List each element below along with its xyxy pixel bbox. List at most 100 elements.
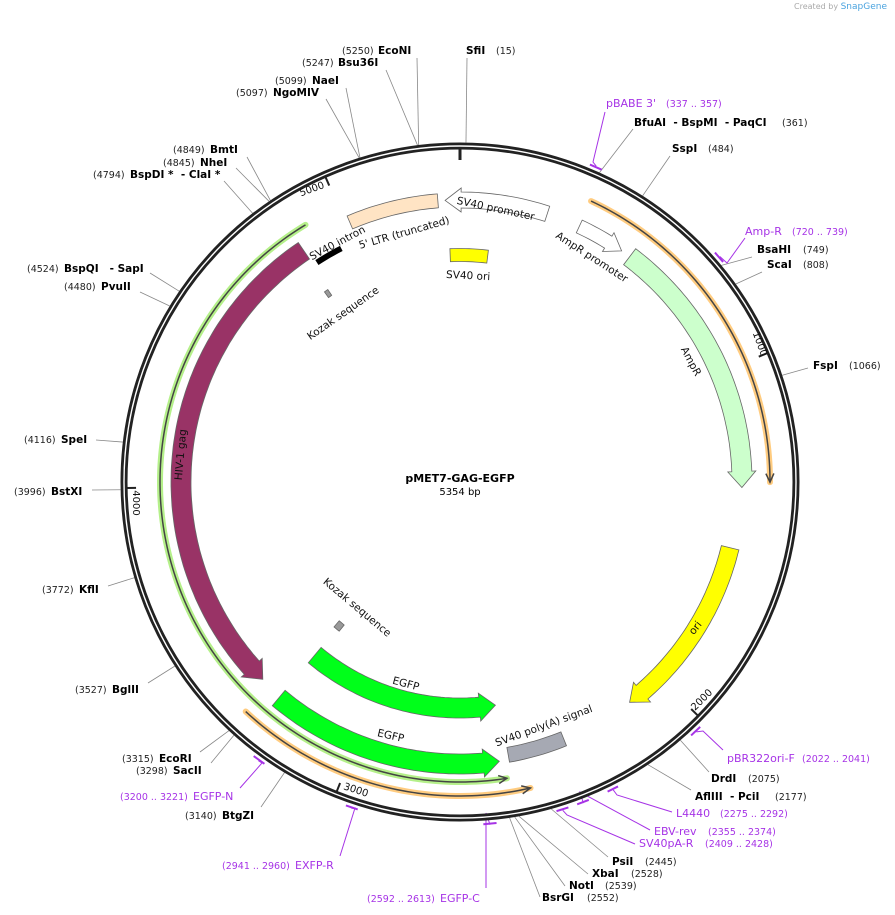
- site-bsrgi[interactable]: (2552)BsrGI: [542, 892, 619, 904]
- primer-range: (2409 .. 2428): [705, 839, 773, 850]
- feature-egfp: [271, 689, 500, 778]
- site-naei[interactable]: (5099)NaeI: [275, 75, 339, 87]
- site-bspdi[interactable]: (4794)BspDI * - ClaI *: [93, 169, 221, 181]
- feature-sv40-poly-a-signal: [506, 731, 568, 763]
- site-name: NotI: [569, 880, 594, 892]
- site-leader-line: [149, 272, 180, 292]
- site-name: BtgZI: [222, 810, 254, 822]
- site-sacii[interactable]: (3298) SacII: [136, 765, 202, 777]
- site-leader-line: [735, 271, 763, 285]
- site-drdi[interactable]: (2075)DrdI: [711, 773, 780, 785]
- primer-sv40pa-r[interactable]: SV40pA-R(2409 .. 2428): [639, 837, 773, 850]
- site-position: (1066): [849, 361, 881, 372]
- site-position: (4849): [173, 145, 205, 156]
- site-position: (2539): [605, 881, 637, 892]
- primer-mark: [714, 251, 724, 263]
- site-leader-line: [246, 156, 271, 201]
- primer-mark: [690, 726, 701, 737]
- primer-range: (2355 .. 2374): [708, 827, 776, 838]
- site-bglii[interactable]: (3527)BglII: [75, 684, 139, 696]
- primer-l4440[interactable]: L4440 (2275 .. 2292): [676, 807, 788, 820]
- primer-pbabe-3-[interactable]: pBABE 3'(337 .. 357): [606, 97, 722, 110]
- site-name: BglII: [112, 684, 139, 696]
- primer-leader-line: [696, 730, 724, 751]
- site-sspi[interactable]: (484)SspI: [672, 143, 734, 155]
- feature-label: EGFP: [376, 727, 405, 745]
- backbone: [120, 142, 800, 822]
- primer-egfp-c[interactable]: EGFP-C(2592 .. 2613): [367, 892, 480, 905]
- feature-egfp: [307, 646, 497, 723]
- site-leader-line: [147, 665, 175, 684]
- site-position: (5247): [302, 58, 334, 69]
- site-name: ScaI: [767, 259, 792, 271]
- site-xbai[interactable]: (2528)XbaI: [592, 868, 663, 880]
- primer-mark: [483, 822, 497, 826]
- site-position: (4794): [93, 170, 125, 181]
- site-econi[interactable]: (5250)EcoNI: [342, 45, 411, 57]
- primer-range: (2275 .. 2292): [720, 809, 788, 820]
- site-leader-line: [551, 808, 609, 858]
- site-position: (3298): [136, 766, 168, 777]
- primer-ebv-rev[interactable]: EBV-rev (2355 .. 2374): [654, 825, 776, 838]
- primer-mark: [589, 163, 603, 171]
- site-afliii[interactable]: (2177)AflIII - PciI: [695, 791, 807, 803]
- site-leader-line: [518, 816, 589, 875]
- site-scai[interactable]: (808)ScaI: [767, 259, 829, 271]
- primer-name: EBV-rev: [654, 825, 697, 838]
- primer-leader-line: [485, 812, 491, 888]
- site-bmti[interactable]: (4849) BmtI: [173, 144, 238, 156]
- site-name: SacII: [173, 765, 202, 777]
- primer-name: EGFP-C: [440, 892, 480, 905]
- site-bstxi[interactable]: (3996)BstXI: [14, 486, 82, 498]
- primer-exfp-r[interactable]: EXFP-R(2941 .. 2960): [222, 859, 334, 872]
- site-leader-line: [199, 730, 230, 753]
- site-psii[interactable]: (2445)PsiI: [612, 856, 677, 868]
- site-btgzi[interactable]: (3140)BtgZI: [185, 810, 254, 822]
- site-position: (4845): [163, 158, 195, 169]
- site-position: (4480): [64, 282, 96, 293]
- site-leader-line: [782, 367, 809, 376]
- site-noti[interactable]: (2539) NotI: [569, 880, 637, 892]
- orf-arrowhead: [520, 785, 533, 795]
- site-name: Bsu36I: [338, 57, 378, 69]
- site-kfli[interactable]: (3772)KflI: [42, 584, 99, 596]
- site-ngomiv[interactable]: (5097)NgoMIV: [236, 87, 320, 99]
- site-leader-line: [95, 439, 123, 443]
- primer-amp-r[interactable]: Amp-R(720 .. 739): [745, 225, 848, 238]
- site-name: BmtI: [210, 144, 238, 156]
- site-pvuii[interactable]: (4480) PvuII: [64, 281, 131, 293]
- site-ecori[interactable]: (3315)EcoRI: [122, 753, 192, 765]
- primer-mark: [345, 804, 359, 811]
- site-name: PvuII: [101, 281, 131, 293]
- site-leader-line: [721, 256, 753, 266]
- site-position: (2528): [631, 869, 663, 880]
- site-bfuai[interactable]: (361)BfuAI - BspMI - PaqCI: [634, 117, 808, 129]
- site-name: BspQI - SapI: [64, 263, 144, 275]
- site-leader-line: [509, 817, 541, 898]
- site-sfii[interactable]: (15)SfiI: [466, 45, 516, 57]
- plasmid-length: 5354 bp: [439, 487, 480, 498]
- primer-name: Amp-R: [745, 225, 782, 238]
- primer-name: pBR322ori-F: [727, 752, 795, 765]
- tick-mark: [758, 352, 768, 358]
- site-position: (5099): [275, 76, 307, 87]
- site-leader-line: [647, 764, 692, 791]
- site-bsahi[interactable]: (749)BsaHI: [757, 244, 829, 256]
- site-leader-line: [514, 816, 566, 887]
- site-bsu36i[interactable]: (5247) Bsu36I: [302, 57, 378, 69]
- site-bspqi[interactable]: (4524)BspQI - SapI: [27, 263, 144, 275]
- site-fspi[interactable]: (1066) FspI: [813, 360, 881, 372]
- feature-kozak-sequence: [323, 289, 333, 299]
- primer-egfp-n[interactable]: EGFP-N(3200 .. 3221): [120, 790, 233, 803]
- site-nhei[interactable]: (4845)NheI: [163, 157, 227, 169]
- site-leader-line: [345, 87, 361, 158]
- primer-pbr322ori-f[interactable]: pBR322ori-F(2022 .. 2041): [727, 752, 870, 765]
- site-leader-line: [223, 180, 253, 214]
- site-leader-line: [599, 128, 634, 173]
- primer-name: L4440: [676, 807, 710, 820]
- site-position: (2445): [645, 857, 677, 868]
- site-spei[interactable]: (4116)SpeI: [24, 434, 87, 446]
- primer-mark: [253, 755, 265, 765]
- site-name: FspI: [813, 360, 838, 372]
